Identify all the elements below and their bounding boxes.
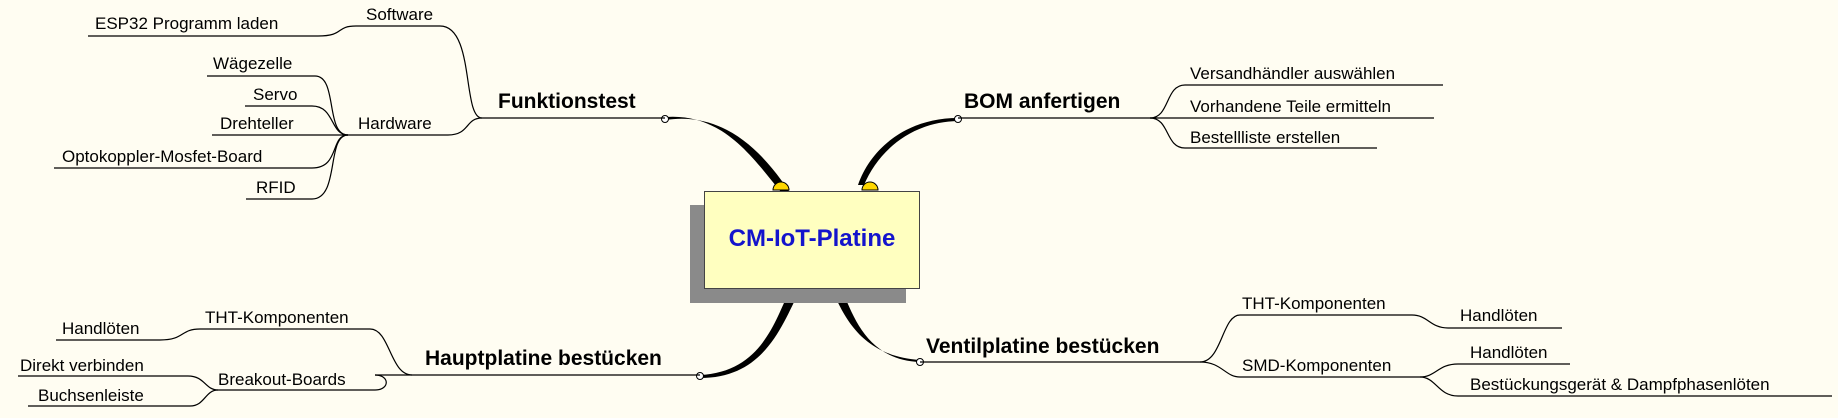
node-ventil-tht[interactable]: THT-Komponenten xyxy=(1242,294,1386,313)
node-hardware[interactable]: Hardware xyxy=(358,114,432,133)
node-ventil-smd-handloeten[interactable]: Handlöten xyxy=(1470,343,1548,362)
node-ventil-smd[interactable]: SMD-Komponenten xyxy=(1242,356,1392,375)
node-software[interactable]: Software xyxy=(366,5,434,24)
node-haupt-tht[interactable]: THT-Komponenten xyxy=(205,308,349,327)
node-haupt-handloeten[interactable]: Handlöten xyxy=(62,319,140,338)
branch-node xyxy=(954,115,962,123)
node-bestueckungsgeraet[interactable]: Bestückungsgerät & Dampfphasenlöten xyxy=(1470,375,1770,394)
node-versandhaendler[interactable]: Versandhändler auswählen xyxy=(1190,64,1396,83)
branch-hauptplatine-curve xyxy=(700,290,800,378)
node-vorhandene-teile[interactable]: Vorhandene Teile ermitteln xyxy=(1190,97,1391,116)
node-optokoppler[interactable]: Optokoppler-Mosfet-Board xyxy=(62,147,263,166)
branch-node xyxy=(696,372,704,380)
node-drehteller[interactable]: Drehteller xyxy=(220,114,294,133)
branch-ventilplatine-curve xyxy=(832,290,920,362)
node-ventil-tht-handloeten[interactable]: Handlöten xyxy=(1460,306,1538,325)
branch-bom-label[interactable]: BOM anfertigen xyxy=(964,90,1121,113)
branch-bom-curve xyxy=(858,118,958,185)
node-waegezelle[interactable]: Wägezelle xyxy=(213,54,293,73)
node-rfid[interactable]: RFID xyxy=(256,178,296,197)
node-direkt-verbinden[interactable]: Direkt verbinden xyxy=(20,356,144,375)
center-title: CM-IoT-Platine xyxy=(728,225,896,252)
branch-ventilplatine-label[interactable]: Ventilplatine bestücken xyxy=(926,335,1160,358)
center-node[interactable]: CM-IoT-Platine xyxy=(704,191,920,289)
node-bestellliste[interactable]: Bestellliste erstellen xyxy=(1190,128,1341,147)
node-servo[interactable]: Servo xyxy=(253,85,298,104)
node-esp32-programm[interactable]: ESP32 Programm laden xyxy=(95,14,279,33)
branch-funktionstest-label[interactable]: Funktionstest xyxy=(498,90,636,113)
branch-hauptplatine-label[interactable]: Hauptplatine bestücken xyxy=(425,347,662,370)
node-breakout-boards[interactable]: Breakout-Boards xyxy=(218,370,346,389)
node-buchsenleiste[interactable]: Buchsenleiste xyxy=(38,386,144,405)
branch-node xyxy=(661,115,669,123)
